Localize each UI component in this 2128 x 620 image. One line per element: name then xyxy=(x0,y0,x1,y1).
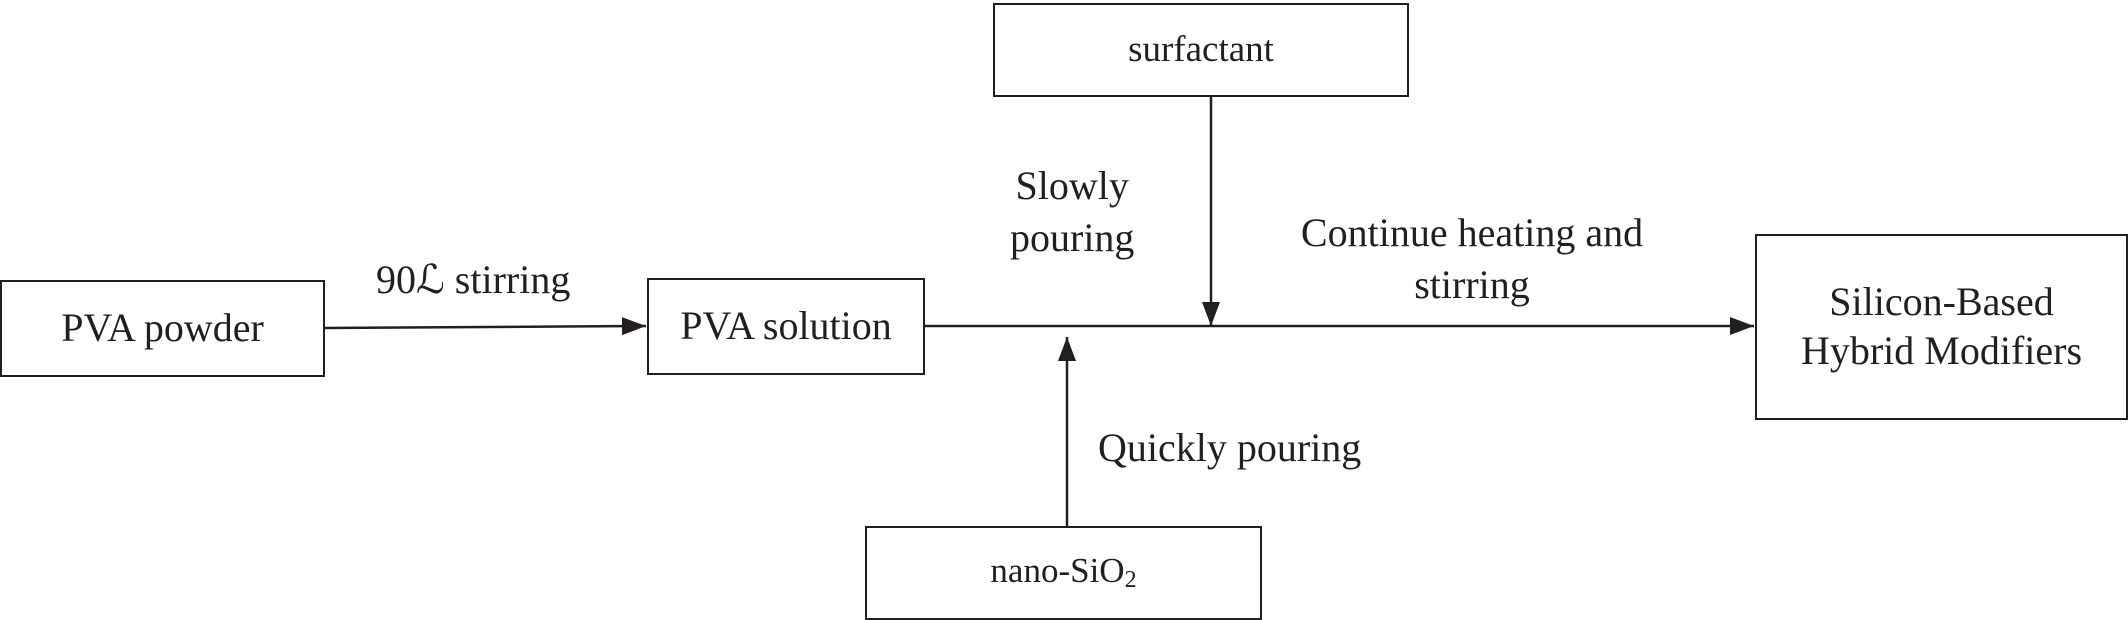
hybrid-modifiers-label: Silicon-Based Hybrid Modifiers xyxy=(1801,278,2082,376)
nano-sio2-label: nano-SiO2 xyxy=(990,550,1136,595)
slowly-pouring-label: Slowly pouring xyxy=(1010,160,1134,264)
slowly-pouring-line1: Slowly xyxy=(1015,163,1129,208)
quickly-pouring-label: Quickly pouring xyxy=(1098,425,1362,470)
hybrid-modifiers-box: Silicon-Based Hybrid Modifiers xyxy=(1755,234,2128,420)
surfactant-box: surfactant xyxy=(993,3,1409,97)
pva-solution-label: PVA solution xyxy=(680,303,892,349)
continue-heating-line1: Continue heating and xyxy=(1300,210,1644,255)
nano-sio2-box: nano-SiO2 xyxy=(865,526,1262,620)
arrow-powder-to-solution xyxy=(324,317,647,336)
surfactant-label: surfactant xyxy=(1128,29,1274,71)
stirring-label: 90ℒ stirring xyxy=(376,257,571,302)
nano-sio2-subscript: 2 xyxy=(1124,567,1137,594)
hybrid-modifiers-line1: Silicon-Based xyxy=(1829,279,2054,325)
hybrid-modifiers-line2: Hybrid Modifiers xyxy=(1800,328,2083,373)
slowly-pouring-line2: pouring xyxy=(1010,215,1135,260)
pva-powder-label: PVA powder xyxy=(61,305,264,351)
nano-sio2-base: nano-SiO xyxy=(990,551,1125,591)
continue-heating-line2: stirring xyxy=(1414,262,1530,307)
continue-heating-label: Continue heating and stirring xyxy=(1272,207,1672,311)
pva-solution-box: PVA solution xyxy=(647,278,925,375)
pva-powder-box: PVA powder xyxy=(0,280,325,377)
